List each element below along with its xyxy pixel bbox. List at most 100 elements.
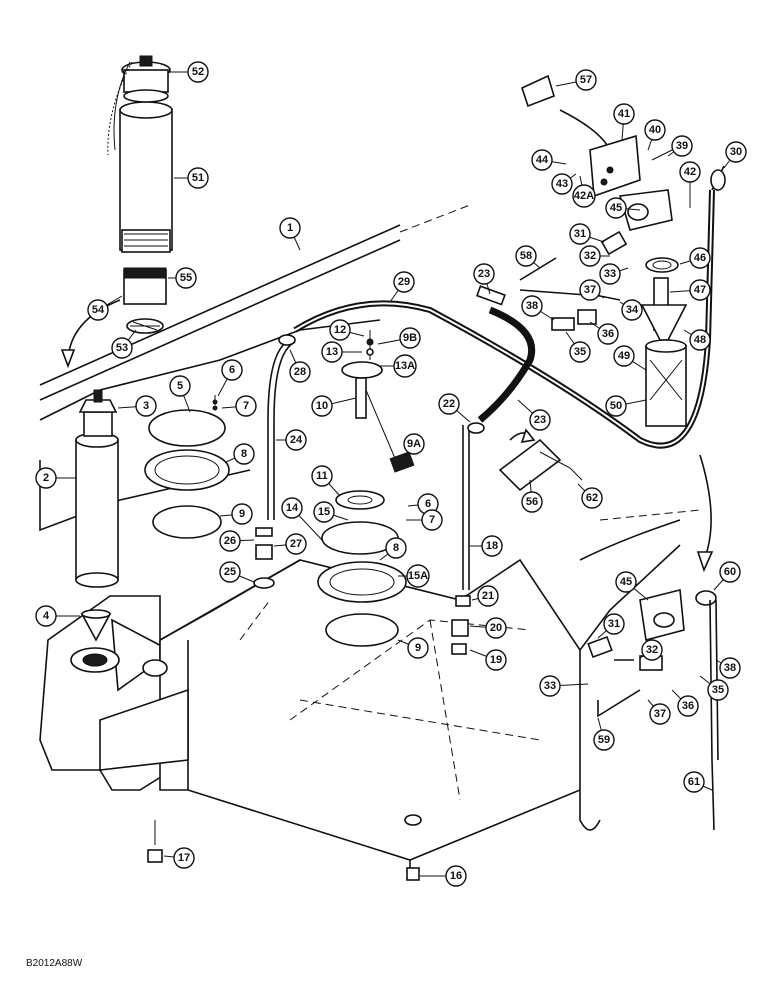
callout-10: 10 bbox=[311, 395, 333, 417]
callout-38b: 38 bbox=[719, 657, 741, 679]
callout-label: 34 bbox=[626, 304, 639, 316]
callout-15: 15 bbox=[313, 501, 335, 523]
callout-label: 22 bbox=[443, 398, 455, 410]
callout-label: 61 bbox=[688, 776, 700, 788]
callout-label: 35 bbox=[712, 684, 724, 696]
callout-25: 25 bbox=[219, 561, 241, 583]
callout-label: 4 bbox=[43, 610, 50, 622]
callout-60: 60 bbox=[719, 561, 741, 583]
callout-label: 23 bbox=[478, 268, 490, 280]
callout-label: 52 bbox=[192, 66, 204, 78]
callout-label: 57 bbox=[580, 74, 592, 86]
callout-32: 32 bbox=[579, 245, 601, 267]
callout-label: 31 bbox=[608, 618, 620, 630]
callout-5: 5 bbox=[169, 375, 191, 397]
callout-15a: 15A bbox=[406, 564, 430, 588]
callout-45: 45 bbox=[605, 197, 627, 219]
callout-59: 59 bbox=[593, 729, 615, 751]
callout-label: 60 bbox=[724, 566, 736, 578]
access-plate-left bbox=[144, 395, 230, 539]
callout-label: 39 bbox=[676, 140, 688, 152]
callout-label: 26 bbox=[224, 535, 236, 547]
callout-35b: 35 bbox=[707, 679, 729, 701]
callout-label: 20 bbox=[490, 622, 502, 634]
callout-label: 49 bbox=[618, 350, 630, 362]
callout-7b: 7 bbox=[421, 509, 443, 531]
callout-49: 49 bbox=[613, 345, 635, 367]
callout-33: 33 bbox=[599, 263, 621, 285]
callout-37: 37 bbox=[579, 279, 601, 301]
callout-label: 43 bbox=[556, 178, 568, 190]
callout-17: 17 bbox=[173, 847, 195, 869]
callout-7: 7 bbox=[235, 395, 257, 417]
callout-33b: 33 bbox=[539, 675, 561, 697]
callout-40: 40 bbox=[644, 119, 666, 141]
callout-22: 22 bbox=[438, 393, 460, 415]
callout-2: 2 bbox=[35, 467, 57, 489]
callout-61: 61 bbox=[683, 771, 705, 793]
callout-label: 12 bbox=[334, 324, 346, 336]
callout-36b: 36 bbox=[677, 695, 699, 717]
callout-31: 31 bbox=[569, 223, 591, 245]
filler-tube-assembly bbox=[75, 389, 119, 642]
fuel-lines bbox=[267, 189, 715, 590]
callout-27: 27 bbox=[285, 533, 307, 555]
callout-13: 13 bbox=[321, 341, 343, 363]
callout-21: 21 bbox=[477, 585, 499, 607]
callout-9a: 9A bbox=[403, 433, 425, 455]
callout-label: 2 bbox=[43, 472, 49, 484]
callout-label: 41 bbox=[618, 108, 630, 120]
callout-29: 29 bbox=[393, 271, 415, 293]
callout-42: 42 bbox=[679, 161, 701, 183]
callout-label: 6 bbox=[229, 364, 235, 376]
fuel-sender bbox=[317, 330, 415, 647]
callout-46: 46 bbox=[689, 247, 711, 269]
callout-28: 28 bbox=[289, 361, 311, 383]
callout-13a: 13A bbox=[393, 354, 417, 378]
callout-label: 30 bbox=[730, 146, 742, 158]
callout-label: 45 bbox=[620, 576, 632, 588]
callout-label: 38 bbox=[526, 300, 538, 312]
callout-label: 9 bbox=[415, 642, 421, 654]
callout-label: 29 bbox=[398, 276, 410, 288]
callout-8b: 8 bbox=[385, 537, 407, 559]
callout-9b: 9B bbox=[399, 327, 421, 349]
callout-label: 59 bbox=[598, 734, 610, 746]
callout-label: 48 bbox=[694, 334, 706, 346]
callout-label: 15A bbox=[408, 570, 428, 582]
callout-label: 7 bbox=[429, 514, 435, 526]
callout-label: 53 bbox=[116, 342, 128, 354]
callout-54: 54 bbox=[87, 299, 109, 321]
callout-label: 58 bbox=[520, 250, 532, 262]
callout-label: 27 bbox=[290, 538, 302, 550]
callout-label: 38 bbox=[724, 662, 736, 674]
callout-14: 14 bbox=[281, 497, 303, 519]
callout-label: 6 bbox=[425, 498, 431, 510]
callout-1: 1 bbox=[279, 217, 301, 239]
drawing-code: B2012A88W bbox=[26, 958, 83, 969]
callout-53: 53 bbox=[111, 337, 133, 359]
callout-52: 52 bbox=[187, 61, 209, 83]
callout-label: 14 bbox=[286, 502, 299, 514]
callout-label: 13 bbox=[326, 346, 338, 358]
callout-label: 50 bbox=[610, 400, 622, 412]
fuel-tank bbox=[39, 204, 701, 881]
callout-8: 8 bbox=[233, 443, 255, 465]
callout-label: 7 bbox=[243, 400, 249, 412]
upper-filler-tube bbox=[60, 55, 173, 369]
callout-label: 31 bbox=[574, 228, 586, 240]
callout-label: 13A bbox=[395, 360, 415, 372]
callout-43: 43 bbox=[551, 173, 573, 195]
callout-26: 26 bbox=[219, 530, 241, 552]
callout-35: 35 bbox=[569, 341, 591, 363]
callout-39: 39 bbox=[671, 135, 693, 157]
callout-11: 11 bbox=[311, 465, 333, 487]
callout-44: 44 bbox=[531, 149, 553, 171]
callout-50: 50 bbox=[605, 395, 627, 417]
callout-label: 36 bbox=[682, 700, 694, 712]
callout-label: 44 bbox=[536, 154, 549, 166]
callout-19: 19 bbox=[485, 649, 507, 671]
callout-label: 8 bbox=[393, 542, 399, 554]
callout-32b: 32 bbox=[641, 639, 663, 661]
